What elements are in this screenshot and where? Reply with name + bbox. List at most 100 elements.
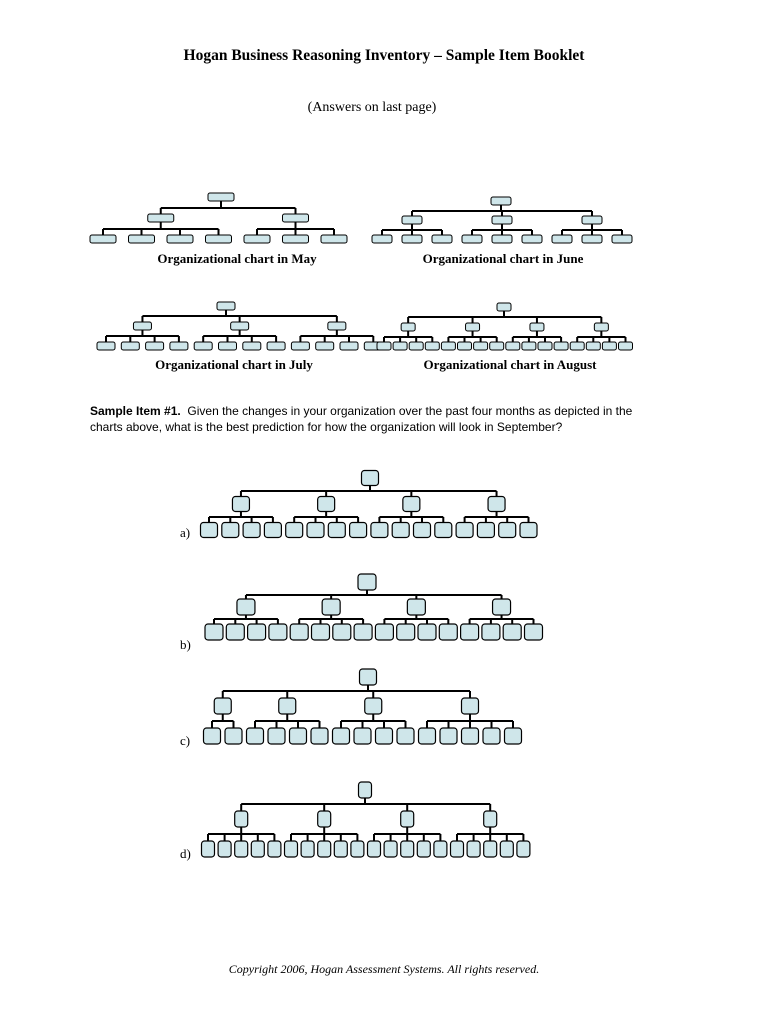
option-c-chart-leaf-box [396,727,415,745]
option-d-chart-leaf-box [350,840,365,858]
option-d-chart-leaf-box [366,840,382,858]
option-c-chart-leaf-box [331,727,351,745]
option-d-chart-top-box [357,781,373,799]
june-chart-leaf-box [521,234,543,244]
page-title: Hogan Business Reasoning Inventory – Sam… [183,47,585,64]
option-b-chart-leaf-box [438,623,458,641]
option-d-chart-leaf-box [250,840,265,858]
option-a-chart-manager-box [402,495,421,513]
july-chart-leaf-box [120,341,140,351]
option-d-chart-leaf-box [516,840,531,858]
july-chart-manager-box [327,321,347,331]
option-d-chart-manager-box [234,810,249,828]
chart-caption-june: Organizational chart in June [422,251,584,266]
may-chart-leaf-box [89,234,117,244]
june-chart-manager-box [581,215,603,225]
option-d-chart-leaf-box [400,840,415,858]
august-chart-manager-box [465,322,481,332]
option-a-label[interactable]: a) [180,525,191,540]
august-chart-leaf-box [473,341,489,351]
option-a-chart-leaf-box [349,521,368,539]
option-c-chart-leaf-box [417,727,437,745]
july-chart-manager-box [230,321,250,331]
option-a-chart-leaf-box [391,521,410,539]
option-b-chart-manager-box [491,598,512,616]
question-label: Sample Item #1. [90,404,181,418]
may-chart-manager-box [282,213,309,223]
option-a-chart-leaf-box [327,521,346,539]
option-d-chart-leaf-box [267,840,282,858]
option-a-chart-leaf-box [412,521,432,539]
option-a-chart-leaf-box [498,521,517,539]
option-c-chart-top-box [358,668,378,686]
august-chart-leaf-box [408,341,424,351]
august-chart-manager-box [593,322,609,332]
option-d-chart-leaf-box [234,840,249,858]
option-d-label[interactable]: d) [180,846,191,861]
option-c-chart-manager-box [364,697,383,715]
option-b-chart-leaf-box [396,623,416,641]
august-chart-leaf-box [569,341,585,351]
july-chart-leaf-box [218,341,237,351]
option-a-chart-leaf-box [263,521,282,539]
chart-caption-august: Organizational chart in August [423,357,597,372]
option-b-chart-leaf-box [481,623,501,641]
option-c-chart-leaf-box [224,727,243,745]
option-a-chart-leaf-box [242,521,261,539]
option-a-chart-manager-box [317,495,336,513]
option-c-chart-manager-box [213,697,232,715]
august-chart-leaf-box [457,341,472,351]
option-b-chart-leaf-box [523,623,544,641]
july-chart-leaf-box [339,341,359,351]
option-d-chart-leaf-box [333,840,348,858]
june-chart-top-box [490,196,512,206]
august-chart-leaf-box [601,341,617,351]
option-b-chart-leaf-box [204,623,224,641]
option-b-chart-leaf-box [310,623,331,641]
sample-item-question: Sample Item #1. Given the changes in you… [90,403,650,435]
option-a-chart-leaf-box [285,521,304,539]
july-chart-leaf-box [169,341,189,351]
june-chart-leaf-box [461,234,483,244]
july-chart-leaf-box [242,341,262,351]
option-a-chart-leaf-box [221,521,240,539]
july-chart-leaf-box [290,341,310,351]
option-c-chart-leaf-box [288,727,308,745]
option-c-chart-leaf-box [353,727,372,745]
option-a-chart-manager-box [487,495,506,513]
option-c-chart-leaf-box [267,727,286,745]
option-d-chart-leaf-box [317,840,332,858]
option-c-label[interactable]: c) [180,733,191,748]
option-c-chart-manager-box [460,697,480,715]
question-text: Given the changes in your organization o… [90,404,633,434]
june-chart-leaf-box [551,234,573,244]
option-b-label[interactable]: b) [180,637,191,652]
option-a-chart-leaf-box [199,521,219,539]
august-chart-leaf-box [440,341,456,351]
option-b-chart-leaf-box [374,623,394,641]
chart-caption-may: Organizational chart in May [157,251,317,266]
copyright-footer: Copyright 2006, Hogan Assessment Systems… [228,962,540,976]
august-chart-leaf-box [585,341,601,351]
june-chart-manager-box [401,215,423,225]
option-c-chart-leaf-box [245,727,265,745]
august-chart-leaf-box [505,341,521,351]
june-chart-leaf-box [371,234,393,244]
option-a-chart-leaf-box [476,521,495,539]
option-d-chart-leaf-box [300,840,315,858]
august-chart-leaf-box [537,341,553,351]
june-chart-leaf-box [581,234,603,244]
august-chart-leaf-box [618,341,633,351]
option-d-chart-leaf-box [483,840,498,858]
option-c-chart-leaf-box [374,727,394,745]
option-d-chart-leaf-box [499,840,514,858]
may-chart-top-box [207,192,235,202]
august-chart-manager-box [529,322,545,332]
option-c-chart-leaf-box [460,727,480,745]
may-chart-leaf-box [320,234,348,244]
july-chart-leaf-box [96,341,116,351]
june-chart-manager-box [491,215,513,225]
option-b-chart-manager-box [236,598,256,616]
option-b-chart-leaf-box [289,623,309,641]
option-d-chart-leaf-box [466,840,481,858]
